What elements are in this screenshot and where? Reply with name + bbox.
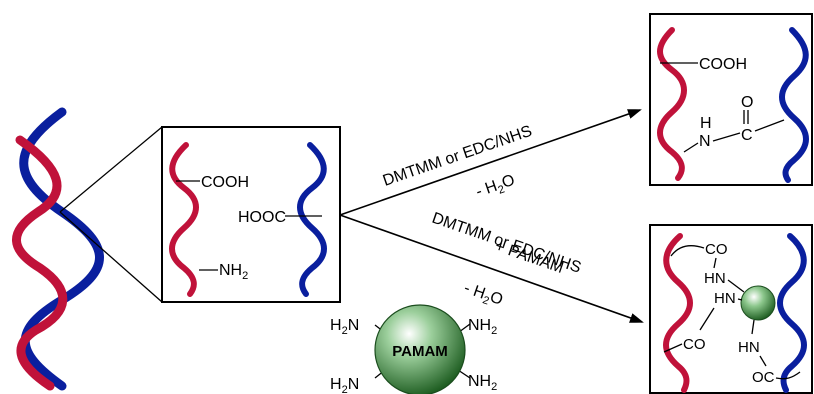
- lower-reaction-arrow: [339, 214, 644, 323]
- co-hn1-bond: [713, 257, 717, 269]
- center-hooc-label: HOOC: [238, 209, 286, 226]
- amide-c-label: C: [741, 127, 753, 144]
- co-top-link: [670, 244, 705, 257]
- bottom-right-hn-1: HN: [704, 270, 726, 287]
- lower-byproduct-label: - H2O: [461, 280, 505, 312]
- top-right-cooh-label: COOH: [699, 56, 747, 73]
- upper-reaction-arrow: [339, 109, 642, 216]
- bottom-right-hn-2: HN: [714, 290, 736, 307]
- bottom-right-co-mid: CO: [683, 336, 706, 353]
- pamam-label: PAMAM: [392, 343, 448, 360]
- bottom-right-oc-bottom: OC: [752, 369, 775, 386]
- top-right-strand-red: [657, 27, 687, 181]
- hn2-co-bond: [699, 307, 715, 331]
- hn3-oc-bond: [759, 355, 767, 367]
- top-right-box: COOH O C H N: [649, 13, 813, 186]
- amide-n-strand-bond: [683, 142, 699, 153]
- helix-strand-red: [12, 135, 68, 391]
- oc-strand-link: [775, 371, 801, 380]
- hn1-sphere-bond: [727, 279, 745, 293]
- carbonyl-o-label: O: [741, 94, 753, 111]
- zoom-line-top: [59, 126, 163, 213]
- left-double-helix: [12, 107, 104, 391]
- bottom-right-hn-3: HN: [738, 339, 760, 356]
- pamam-amine-top-left: H2N: [330, 317, 359, 337]
- center-strand-red: [169, 142, 199, 297]
- small-pamam-sphere: [740, 285, 776, 321]
- pamam-amine-bottom-left: H2N: [330, 376, 359, 394]
- center-box: COOH NH2 HOOC: [161, 126, 341, 303]
- bottom-right-strand-red: [663, 233, 693, 393]
- bottom-right-strand-blue: [777, 233, 807, 393]
- pamam-amine-top-right: NH2: [468, 317, 497, 337]
- amide-c-strand-bond: [754, 119, 785, 132]
- amide-h-label: H: [700, 115, 712, 132]
- zoom-line-bottom: [59, 211, 163, 303]
- bottom-right-co-top: CO: [705, 241, 728, 258]
- sphere-hn3-bond: [751, 319, 755, 335]
- co-mid-strand-bond: [663, 343, 683, 353]
- center-cooh-label: COOH: [201, 174, 249, 191]
- top-right-strand-blue: [779, 27, 809, 183]
- upper-byproduct-label: - H2O: [474, 172, 518, 204]
- hn2-sphere-bond: [737, 298, 743, 301]
- pamam-dendrimer: PAMAM H2N NH2 H2N NH2: [330, 304, 497, 394]
- pamam-amine-bottom-right: NH2: [468, 373, 497, 393]
- top-right-box-frame: [649, 13, 813, 186]
- amide-n-label: N: [699, 133, 711, 150]
- bottom-right-box: CO HN HN CO HN OC: [649, 224, 813, 394]
- center-strand-blue: [297, 142, 327, 297]
- pamam-sphere: [374, 304, 466, 394]
- center-nh2-label: NH2: [219, 262, 248, 282]
- amide-cn-bond: [712, 132, 741, 142]
